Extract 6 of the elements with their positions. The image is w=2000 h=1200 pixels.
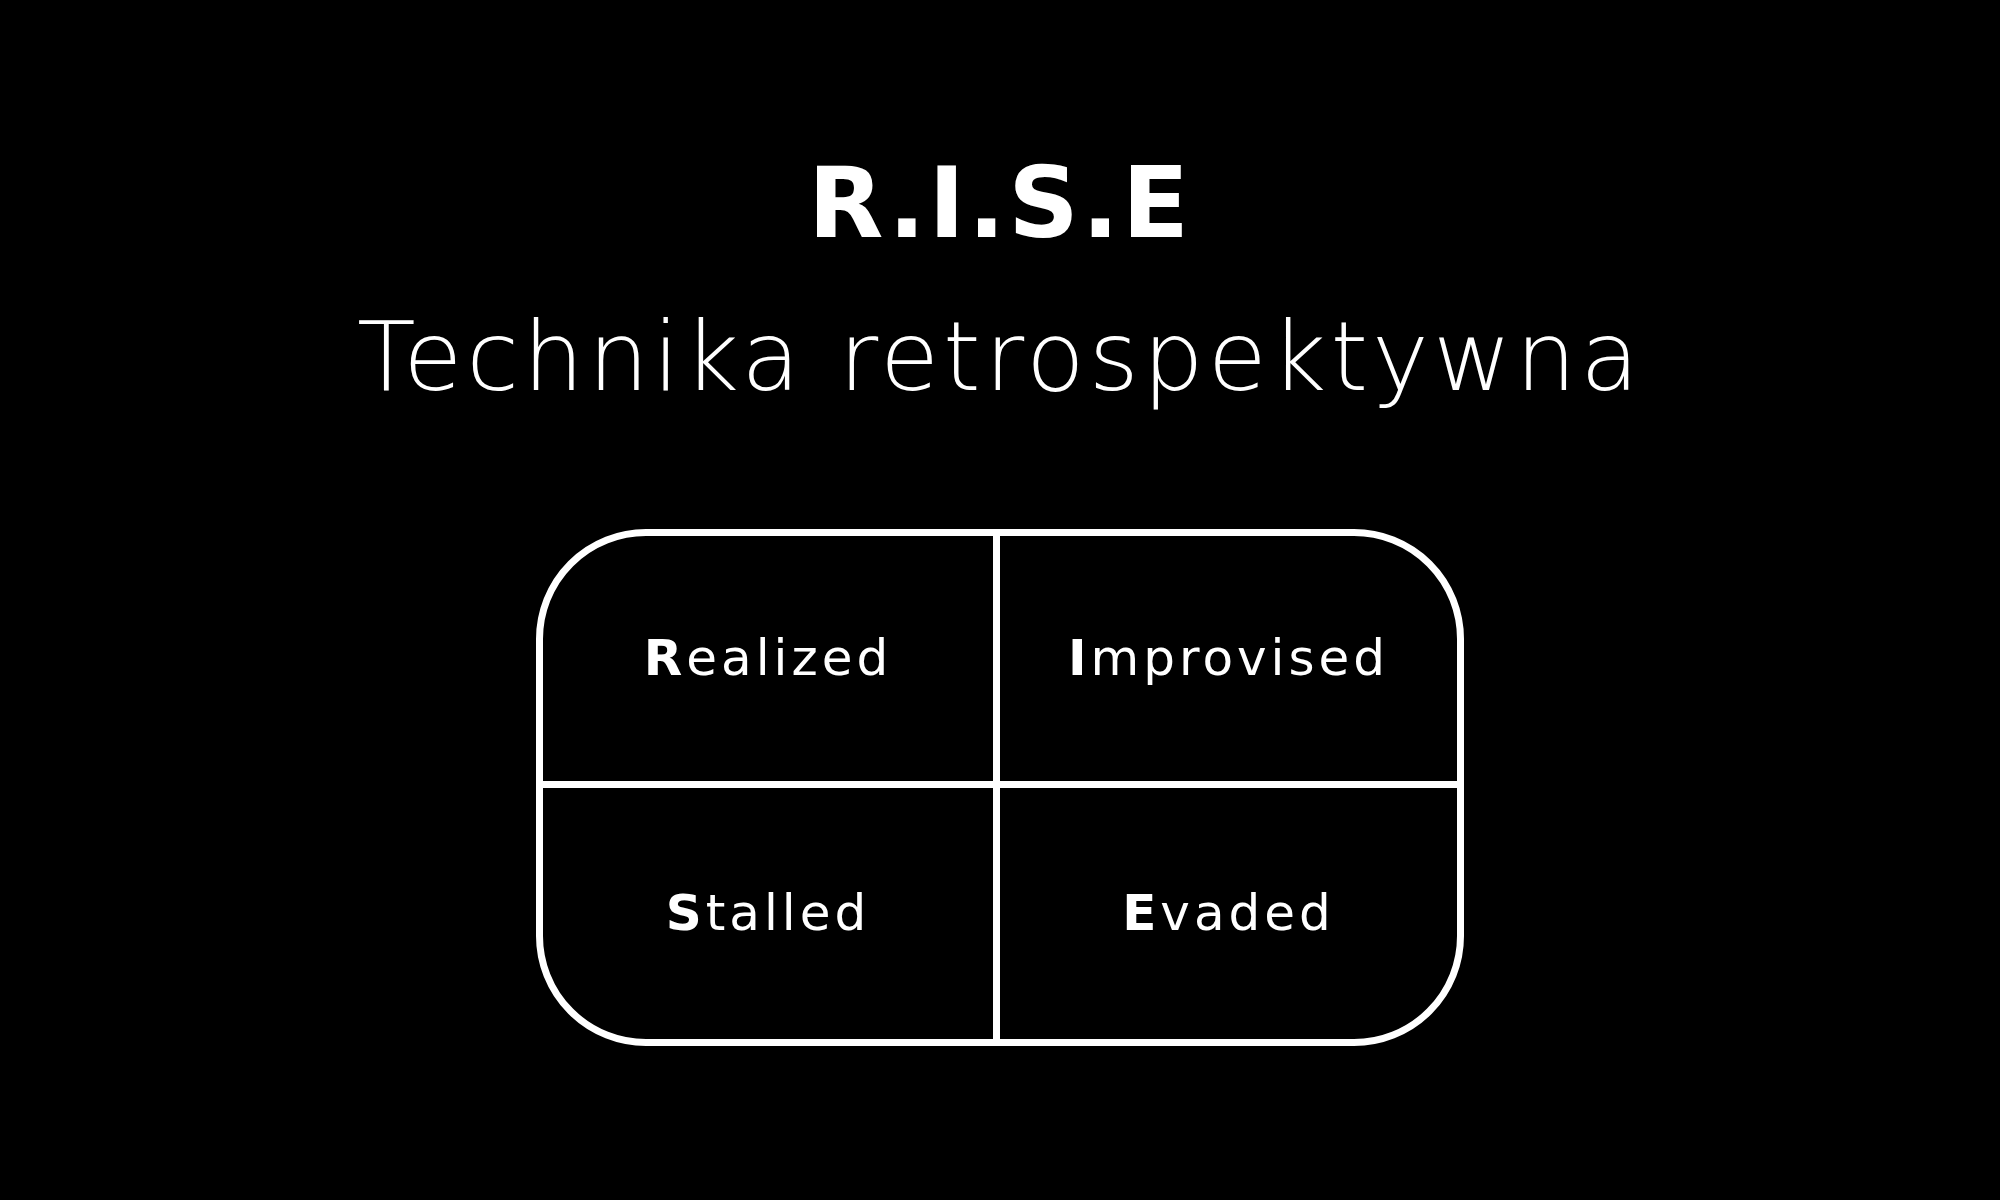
quadrant-label: Realized: [643, 629, 893, 688]
title: R.I.S.E: [808, 150, 1192, 258]
quadrant-cell: [543, 536, 1000, 788]
subtitle: Technika retrospektywna: [356, 300, 1644, 415]
quadrant-label: Stalled: [665, 884, 871, 943]
quadrant-label: Evaded: [1122, 884, 1335, 943]
